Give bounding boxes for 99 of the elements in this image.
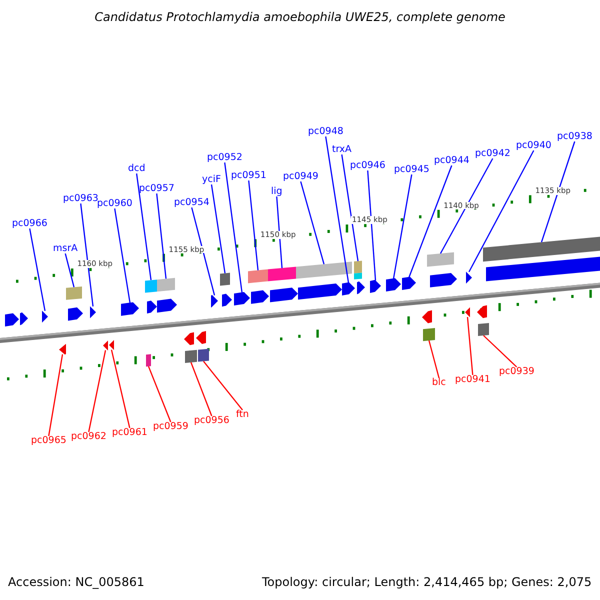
gene-label: pc0961 [112, 428, 148, 438]
leader-line [392, 174, 412, 279]
gene-label: pc0960 [97, 199, 132, 208]
leader-line [110, 350, 130, 428]
gene-feature [370, 280, 381, 293]
gene-feature [90, 306, 96, 319]
leader-line [468, 150, 534, 272]
gene-feature [42, 310, 48, 324]
gene-label: pc0944 [434, 156, 470, 166]
gene-feature [198, 348, 209, 362]
gene-label: dcd [128, 164, 146, 174]
gene-feature [109, 340, 114, 350]
gene-feature [220, 272, 230, 286]
gene-feature [430, 273, 457, 288]
leader-line [483, 335, 518, 368]
leader-line [190, 362, 212, 416]
gene-label: yciF [202, 175, 221, 184]
gene-label: pc0954 [174, 198, 210, 208]
gene-label: pc0942 [475, 149, 510, 158]
gene-feature [66, 286, 82, 300]
leader-line [367, 170, 376, 281]
leader-line [80, 203, 94, 306]
gene-label: pc0939 [499, 367, 534, 376]
leader-line [88, 350, 106, 432]
gene-feature [103, 340, 108, 350]
gene-feature [427, 252, 454, 267]
gene-feature [184, 332, 194, 346]
gene-feature [251, 290, 269, 304]
leader-line [203, 360, 243, 410]
gene-feature [422, 310, 432, 324]
leader-line [325, 136, 350, 283]
gene-feature [5, 313, 19, 326]
leader-line [224, 162, 243, 293]
leader-line [64, 253, 75, 288]
gene-feature [20, 312, 28, 326]
gene-feature [296, 262, 352, 279]
leader-line [148, 366, 172, 422]
gene-label: pc0957 [139, 184, 174, 194]
gene-feature [466, 272, 472, 284]
gene-feature [145, 280, 157, 293]
accession-text: Accession: NC_005861 [8, 576, 144, 588]
gene-label: pc0938 [557, 132, 592, 142]
leader-line [191, 207, 216, 296]
gene-label: ftn [236, 410, 249, 420]
leader-line [276, 196, 283, 268]
gene-label: pc0948 [308, 127, 344, 136]
gene-feature [68, 307, 83, 321]
gene-label: pc0956 [194, 416, 230, 426]
gene-label: pc0952 [207, 153, 242, 162]
gene-feature [234, 292, 250, 306]
leader-line [156, 193, 167, 279]
gene-feature [465, 306, 470, 318]
leader-line [466, 316, 474, 376]
gene-label: trxA [332, 145, 352, 154]
gene-feature [270, 288, 298, 302]
leader-line [136, 173, 152, 280]
gene-feature [185, 350, 197, 363]
gene-feature [478, 323, 489, 336]
leader-line [300, 181, 325, 264]
leader-line [540, 141, 576, 242]
leader-line [29, 228, 46, 312]
gene-label: pc0959 [153, 422, 188, 432]
gene-feature [477, 305, 487, 318]
gene-feature [222, 294, 232, 307]
gene-label: pc0941 [455, 375, 490, 384]
gene-feature [211, 294, 218, 308]
gene-feature [357, 281, 365, 294]
gene-label: pc0965 [31, 436, 66, 446]
map-title: Candidatus Protochlamydia amoebophila UWE25, complete genome [94, 11, 506, 23]
gene-feature [483, 236, 600, 262]
leader-line [440, 158, 494, 254]
leader-line [428, 340, 440, 378]
gene-label: pc0966 [12, 219, 48, 228]
gene-label: lig [271, 187, 282, 196]
gene-feature [386, 278, 401, 292]
gene-label: pc0951 [231, 171, 266, 180]
gene-label: pc0949 [283, 172, 318, 182]
gene-label: msrA [53, 244, 78, 254]
gene-label: pc0940 [516, 141, 552, 150]
leader-line [48, 354, 64, 436]
leader-line [248, 180, 259, 270]
gene-label: pc0945 [394, 165, 430, 174]
genome-summary-text: Topology: circular; Length: 2,414,465 bp; Genes: 2,075 [262, 576, 592, 588]
gene-feature [157, 278, 175, 292]
leader-line [408, 165, 452, 278]
gene-feature [402, 276, 416, 290]
gene-feature [423, 328, 435, 342]
gene-feature [196, 331, 206, 344]
gene-feature [121, 302, 139, 316]
gene-feature [59, 344, 66, 355]
leader-line [341, 154, 359, 262]
gene-feature [354, 260, 362, 274]
gene-label: pc0963 [63, 194, 98, 204]
leader-line [114, 208, 131, 304]
gene-label: pc0946 [350, 161, 386, 170]
gene-label: blc [432, 378, 446, 388]
leader-line [210, 184, 226, 274]
gene-feature [146, 354, 151, 367]
gene-label: pc0962 [71, 432, 106, 442]
